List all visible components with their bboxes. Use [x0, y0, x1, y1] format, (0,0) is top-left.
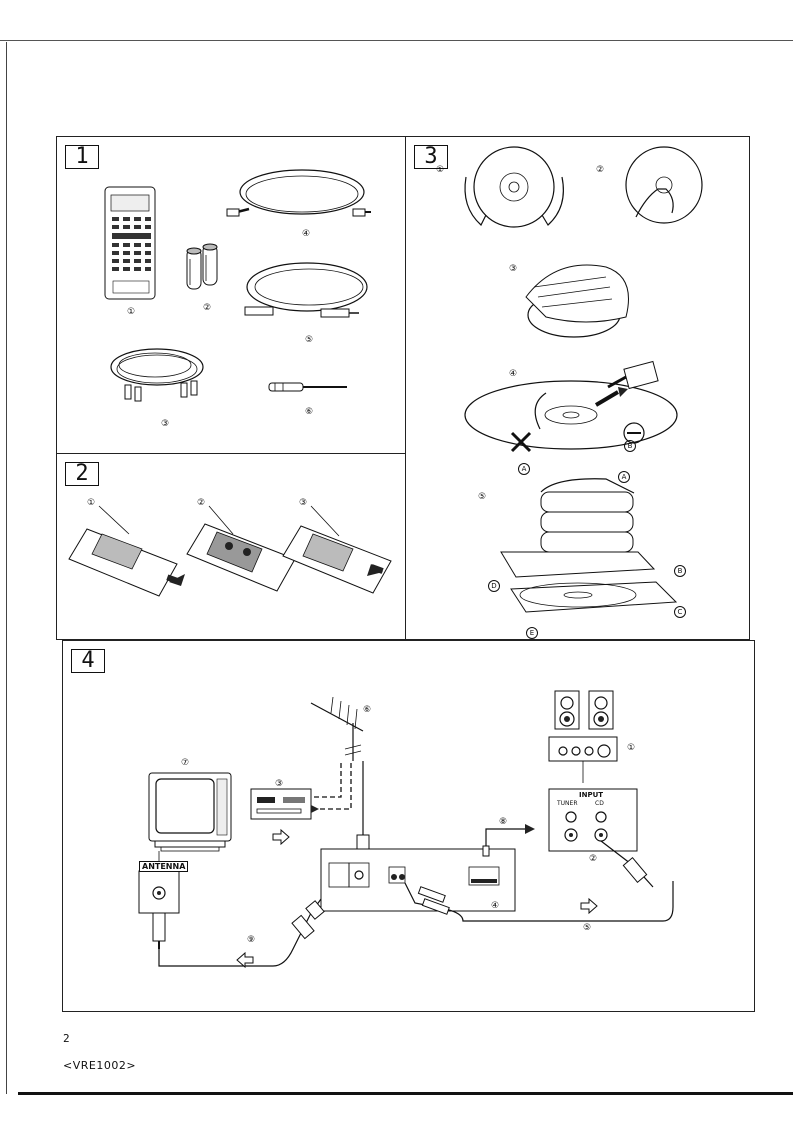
panel-number: 2: [65, 462, 99, 486]
callout-1: ①: [436, 165, 445, 175]
battery-loading-illustration: [68, 505, 392, 597]
callout-4: ④: [302, 229, 311, 239]
callout-4: ④: [509, 369, 518, 379]
callout-2: ②: [203, 303, 212, 313]
cd-label: CD: [595, 800, 604, 807]
panel-battery-loading: 2 ① ②: [56, 453, 406, 640]
laserdisc-player-rear-icon: [320, 845, 516, 912]
callout-1: ①: [87, 498, 96, 508]
letter-d-storage: D: [488, 580, 500, 592]
letter-e-storage: E: [526, 627, 538, 639]
screwdriver-icon: [268, 382, 347, 392]
amplifier-icon: [548, 736, 618, 783]
audio-cord-icon: [226, 169, 371, 217]
callout-7-television: ⑦: [181, 758, 190, 768]
television-icon: [148, 772, 232, 852]
vcr-icon: [250, 788, 312, 820]
antenna-icon: [310, 696, 364, 761]
callout-3-vcr: ③: [275, 779, 284, 789]
letter-c-storage: C: [674, 606, 686, 618]
page-number: 2: [63, 1032, 70, 1045]
remote-back-step-1: [68, 505, 185, 597]
callout-4-player: ④: [491, 901, 500, 911]
letter-b-storage: B: [674, 565, 686, 577]
callout-2: ②: [596, 165, 605, 175]
disc-handling-illustration: [464, 146, 703, 613]
callout-8-remote-out: ⑧: [499, 817, 508, 827]
panel-number: 1: [65, 145, 99, 169]
disc-hold-edges: [464, 146, 564, 228]
antenna-terminal-icon: [138, 851, 180, 949]
speakers-icon: [554, 690, 614, 730]
letter-a-cleaning: A: [518, 463, 530, 475]
callout-1: ①: [127, 307, 136, 317]
connection-diagram: [138, 690, 674, 969]
left-rule: [6, 42, 7, 1094]
input-label: INPUT: [579, 791, 604, 799]
callout-5: ⑤: [305, 335, 314, 345]
batteries-icon: [186, 243, 218, 290]
callout-5-audio-cord: ⑤: [583, 923, 592, 933]
remote-back-step-2: [186, 505, 296, 592]
panel-number: 4: [71, 649, 105, 673]
disc-hold-center: [625, 146, 703, 224]
remote-back-step-3: [282, 505, 392, 594]
disc-cleaning: [464, 360, 678, 453]
stereo-audio-cord-icon: [110, 348, 204, 402]
antenna-label: ANTENNA: [139, 861, 189, 872]
panel-accessories: 1: [56, 136, 406, 454]
bottom-rule: [18, 1092, 793, 1095]
panel-number: 3: [414, 145, 448, 169]
letter-b-cleaning: B: [624, 440, 636, 452]
callout-2-input-panel: ②: [589, 854, 598, 864]
callout-9-coax: ⑨: [247, 935, 256, 945]
letter-a-storage: A: [618, 471, 630, 483]
callout-3: ③: [299, 498, 308, 508]
callout-2: ②: [197, 498, 206, 508]
callout-3: ③: [509, 264, 518, 274]
callout-6: ⑥: [305, 407, 314, 417]
coaxial-cable-icon: [244, 262, 368, 318]
document-code: <VRE1002>: [63, 1059, 137, 1072]
disc-storage: [500, 478, 678, 613]
amplifier-input-panel-icon: [548, 788, 638, 852]
panel-disc-handling: 3: [405, 136, 750, 640]
tuner-label: TUNER: [557, 800, 578, 807]
callout-5: ⑤: [478, 492, 487, 502]
callout-3: ③: [161, 419, 170, 429]
disc-hand-support: [525, 264, 629, 338]
top-rule: [0, 40, 793, 41]
remote-control-icon: [104, 186, 156, 300]
accessories-illustration: [104, 169, 371, 402]
panel-connections: 4: [62, 640, 755, 1012]
callout-1-amplifier: ①: [627, 743, 636, 753]
callout-6-antenna: ⑥: [363, 705, 372, 715]
